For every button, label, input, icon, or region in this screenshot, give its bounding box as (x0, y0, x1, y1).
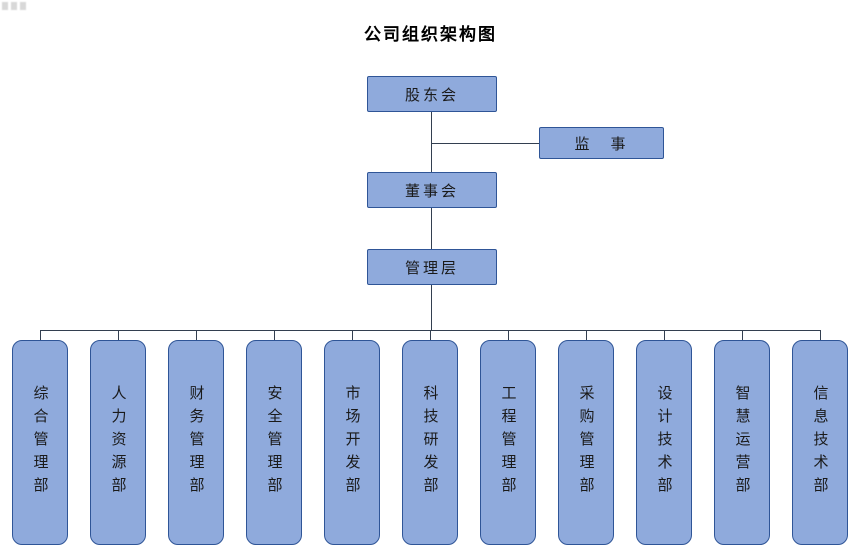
connector-shareholders-board (431, 112, 432, 172)
connector-bus (40, 330, 821, 331)
dept-label: 工程管理部 (499, 385, 516, 500)
connector-management-bus (431, 285, 432, 330)
dept-box-general-management: 综合管理部 (12, 340, 68, 545)
dept-box-finance: 财务管理部 (168, 340, 224, 545)
dept-box-tech-research: 科技研发部 (402, 340, 458, 545)
node-shareholders-label: 股东会 (404, 87, 459, 104)
connector-drop (39, 330, 41, 340)
dept-label: 科技研发部 (421, 385, 438, 500)
node-board: 董事会 (367, 172, 497, 208)
chart-title: 公司组织架构图 (364, 25, 497, 44)
dept-box-market-development: 市场开发部 (324, 340, 380, 545)
connector-board-management (431, 208, 432, 249)
dept-label: 人力资源部 (109, 385, 126, 500)
dept-label: 综合管理部 (31, 385, 48, 500)
dept-box-design-technology: 设计技术部 (636, 340, 692, 545)
connector-drop (663, 330, 665, 340)
connector-drop (585, 330, 587, 340)
connector-drop (117, 330, 119, 340)
connector-drop (429, 330, 431, 340)
dept-label: 安全管理部 (265, 385, 282, 500)
node-supervisor: 监 事 (539, 127, 664, 159)
dept-label: 财务管理部 (187, 385, 204, 500)
connector-drop (741, 330, 743, 340)
connector-drop (351, 330, 353, 340)
dept-label: 市场开发部 (343, 385, 360, 500)
dept-box-smart-operations: 智慧运营部 (714, 340, 770, 545)
dept-label: 设计技术部 (655, 385, 672, 500)
connector-drop (273, 330, 275, 340)
dept-label: 信息技术部 (811, 385, 828, 500)
dept-label: 智慧运营部 (733, 385, 750, 500)
page-corner-artifact (2, 2, 28, 10)
dept-box-engineering: 工程管理部 (480, 340, 536, 545)
connector-drop (819, 330, 821, 340)
node-supervisor-label: 监 事 (574, 136, 629, 153)
node-management: 管理层 (367, 249, 497, 285)
connector-drop (507, 330, 509, 340)
dept-label: 采购管理部 (577, 385, 594, 500)
node-shareholders: 股东会 (367, 76, 497, 112)
dept-box-procurement: 采购管理部 (558, 340, 614, 545)
dept-box-information-technology: 信息技术部 (792, 340, 848, 545)
dept-box-safety: 安全管理部 (246, 340, 302, 545)
connector-drop (195, 330, 197, 340)
node-board-label: 董事会 (404, 183, 459, 200)
dept-box-human-resources: 人力资源部 (90, 340, 146, 545)
connector-supervisor (432, 143, 539, 144)
node-management-label: 管理层 (404, 260, 459, 277)
